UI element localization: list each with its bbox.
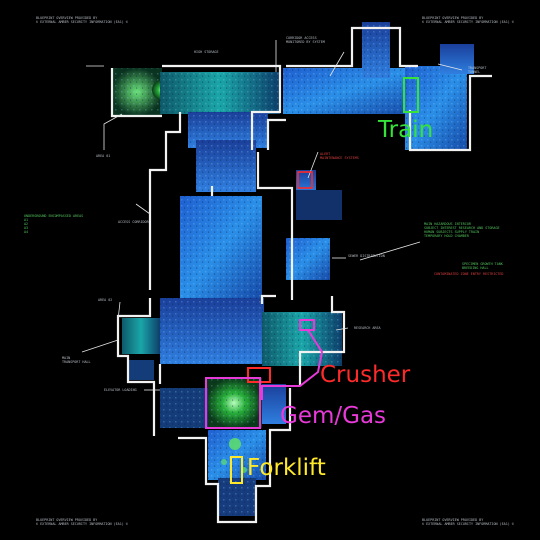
room-storage-green: [112, 68, 172, 116]
leader-lines: [81, 40, 463, 391]
label-storage: HIGH STORAGE: [194, 50, 219, 54]
label-access: ACCESS CORRIDOR: [118, 220, 149, 224]
room-central-shaft: [180, 140, 262, 300]
room-alert: [296, 170, 342, 220]
room-lower-corridor: [208, 430, 266, 516]
callout-train: Train: [378, 117, 434, 143]
train-marker: [403, 77, 419, 113]
label-right-green: MAIN HAZARDOUS INTERIOR SUBJECT INTEREST…: [424, 222, 500, 238]
label-area-b: AREA 02: [98, 298, 113, 302]
label-research: RESEARCH AREA: [354, 326, 381, 330]
credit-top-right: BLUEPRINT OVERVIEW PROVIDED BY © EXTERNA…: [422, 16, 514, 24]
credit-bottom-right: BLUEPRINT OVERVIEW PROVIDED BY © EXTERNA…: [422, 518, 514, 526]
label-alert: ALERT MAINTENANCE SYSTEMS: [320, 152, 359, 160]
credit-bottom-left: BLUEPRINT OVERVIEW PROVIDED BY © EXTERNA…: [36, 518, 128, 526]
label-sewer: SEWER DISTRIBUTION: [348, 254, 385, 258]
gemgas-marker: [205, 319, 324, 429]
label-elevator: ELEVATOR LOADING: [104, 388, 137, 392]
label-right-red: CONTAMINATED ZONE ENTRY RESTRICTED: [434, 272, 504, 276]
forklift-marker: [230, 456, 243, 484]
room-transport-hall: [283, 22, 474, 150]
room-gem-gas: [160, 378, 286, 428]
label-corridor: CORRIDOR ACCESS MONITORED BY SYSTEM: [286, 36, 325, 44]
room-main-hall: [122, 298, 342, 380]
room-upper-corridor: [160, 72, 280, 148]
label-main-hall: MAIN TRANSPORT HALL: [62, 356, 91, 364]
wall-outline: [110, 26, 492, 524]
credit-top-left: BLUEPRINT OVERVIEW PROVIDED BY © EXTERNA…: [36, 16, 128, 24]
label-transport: TRANSPORT TUNNEL: [468, 66, 487, 74]
callout-gem-gas: Gem/Gas: [280, 403, 387, 429]
alert-marker: [297, 171, 313, 189]
label-green-notes: UNDERGROUND ENCOMPASSED AREAS A1 A2 A3 A…: [24, 214, 84, 234]
callout-forklift: Forklift: [247, 455, 326, 481]
label-right-green2: SPECIMEN GROWTH TANK BREEDING HALL: [462, 262, 503, 270]
label-area-a: AREA 01: [96, 154, 111, 158]
room-sewer: [286, 238, 330, 280]
callout-crusher: Crusher: [320, 362, 411, 388]
